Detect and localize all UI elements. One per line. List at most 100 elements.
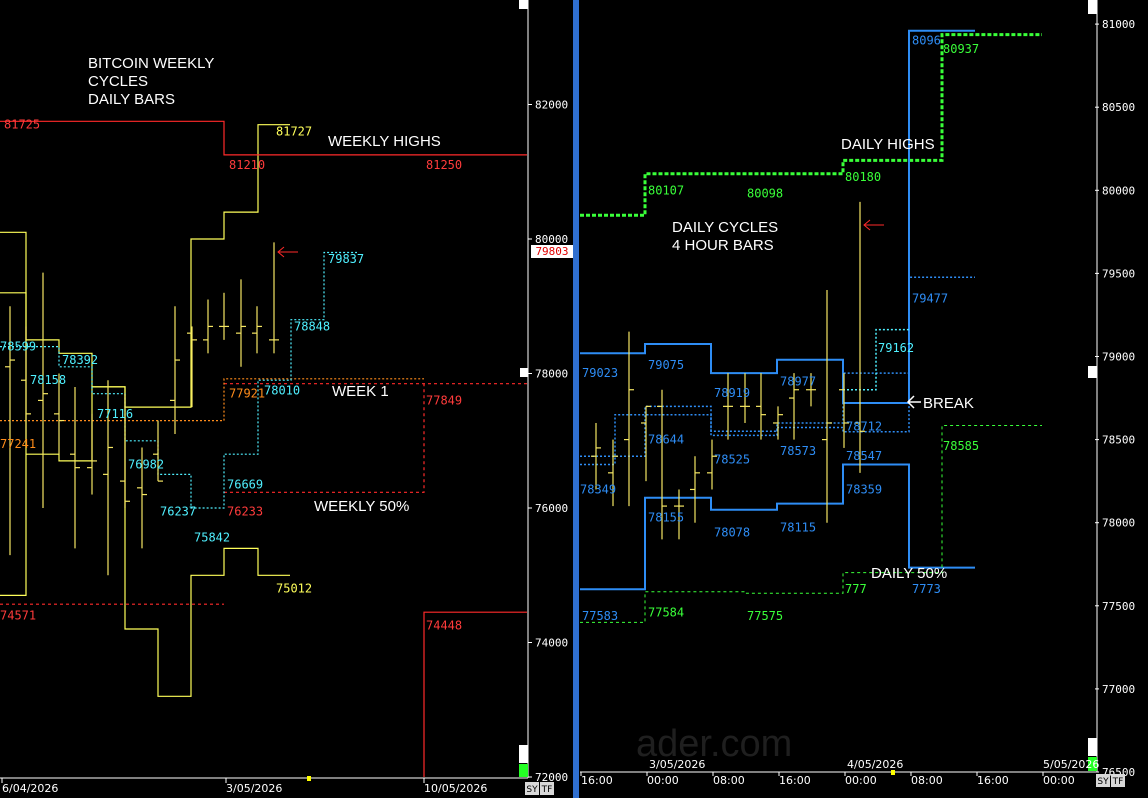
right-tf-button[interactable]: TF	[1112, 777, 1124, 787]
level-label: 77241	[0, 437, 36, 451]
y-tick-label: 78000	[535, 368, 568, 381]
chart-title-line-1: BITCOIN WEEKLY	[88, 55, 214, 72]
level-label: 7773	[912, 582, 941, 596]
ohlc-bar	[690, 456, 700, 523]
cycle-series-line	[580, 425, 1042, 623]
y-tick-label: 78500	[1102, 434, 1135, 447]
ohlc-bar	[70, 386, 80, 549]
y-tick-label: 80000	[535, 233, 568, 246]
ohlc-bar	[269, 242, 279, 354]
y-tick-label: 80000	[1102, 184, 1135, 197]
ohlc-bar	[21, 326, 31, 441]
level-label: 81725	[4, 118, 40, 132]
right-center-marker[interactable]	[1088, 366, 1097, 378]
weekly-cycle-chart[interactable]: 81725 81210 81727 81250 79837 78848 78599 78392…	[0, 118, 527, 777]
ohlc-bar	[120, 393, 130, 508]
left-center-marker[interactable]	[520, 368, 528, 377]
left-tf-button[interactable]: TF	[541, 785, 553, 795]
ohlc-bar	[54, 373, 64, 455]
level-label: 76233	[227, 504, 263, 518]
level-label: 80937	[943, 42, 979, 56]
level-label: 78349	[580, 482, 616, 496]
level-label: 80180	[845, 170, 881, 184]
y-tick-label: 81000	[1102, 18, 1135, 31]
red-arrow-right	[863, 219, 884, 231]
ohlc-bar	[608, 439, 618, 507]
ohlc-bar	[806, 373, 816, 407]
level-label: 76237	[160, 504, 196, 518]
x-tick-label: 00:00	[647, 774, 679, 787]
y-tick-label: 82000	[535, 99, 568, 112]
ohlc-bar	[756, 373, 766, 440]
level-label: 78359	[846, 482, 882, 496]
weekly-50-annotation: WEEKLY 50%	[314, 498, 409, 515]
level-label: 79075	[648, 358, 684, 372]
x-tick-label: 6/04/2026	[2, 782, 58, 795]
level-label: 78599	[0, 340, 36, 354]
right-tf-button-bg[interactable]	[1111, 774, 1125, 787]
left-green-handle[interactable]	[519, 764, 528, 777]
right-sy-button[interactable]: SY	[1097, 777, 1109, 787]
ohlc-bar	[252, 306, 262, 354]
level-label: 78392	[62, 353, 98, 367]
level-label: 81250	[426, 158, 462, 172]
ohlc-bar	[137, 447, 147, 549]
cycle-series-line	[580, 276, 975, 466]
level-label: 78585	[943, 439, 979, 453]
ohlc-bar	[773, 406, 783, 440]
y-tick-label: 76500	[1102, 766, 1135, 779]
cycle-series-line	[224, 383, 425, 493]
week-1-annotation: WEEK 1	[332, 383, 389, 400]
level-label: 79837	[328, 252, 364, 266]
cycle-series-line	[580, 463, 975, 591]
right-scroll-down-button[interactable]	[1088, 738, 1097, 756]
cycle-series-line	[0, 378, 424, 422]
ohlc-bar	[723, 373, 733, 440]
level-label: 78848	[294, 319, 330, 333]
x-tick-label: 10/05/2026	[424, 782, 487, 795]
level-label: 77584	[648, 605, 684, 619]
left-sy-button[interactable]: SY	[526, 785, 538, 795]
pane-splitter[interactable]	[573, 0, 579, 798]
ohlc-bar	[789, 373, 799, 440]
four-hour-bars-annotation: 4 HOUR BARS	[672, 237, 774, 254]
left-sy-button-bg[interactable]	[525, 782, 539, 795]
left-scroll-up-button[interactable]	[519, 0, 528, 9]
right-price-axis: 7650077000775007800078500790007950080000…	[1095, 18, 1135, 779]
left-time-marker	[307, 776, 311, 781]
x-tick-label: 16:00	[977, 774, 1009, 787]
y-tick-label: 72000	[535, 771, 568, 784]
level-label: 74448	[426, 619, 462, 633]
x-tick-label: 08:00	[911, 774, 943, 787]
ohlc-bar	[839, 373, 849, 448]
x-tick-label: 3/05/2026	[226, 782, 282, 795]
x-tick-label: 00:00	[845, 774, 877, 787]
level-label: 81210	[229, 158, 265, 172]
y-tick-label: 76000	[535, 502, 568, 515]
x-tick-label: 00:00	[1043, 774, 1075, 787]
watermark: ader.com	[636, 723, 792, 765]
ohlc-bar	[219, 292, 229, 340]
ohlc-bar	[822, 290, 832, 523]
x-tick-label: 16:00	[581, 774, 613, 787]
ohlc-bar	[103, 380, 113, 576]
level-label: 81727	[276, 124, 312, 138]
level-label: 78010	[264, 383, 300, 397]
left-scroll-down-button[interactable]	[519, 745, 528, 763]
break-annotation: BREAK	[923, 395, 974, 412]
y-tick-label: 77500	[1102, 600, 1135, 613]
level-label: 77921	[229, 387, 265, 401]
red-arrow-left	[277, 246, 298, 258]
right-sy-button-bg[interactable]	[1096, 774, 1110, 787]
y-tick-label: 79500	[1102, 267, 1135, 280]
right-scroll-up-button[interactable]	[1088, 0, 1097, 14]
right-green-handle[interactable]	[1088, 757, 1097, 771]
cycle-series-line	[0, 120, 527, 156]
weekly-highs-annotation: WEEKLY HIGHS	[328, 133, 441, 150]
cycle-series-line	[580, 33, 1042, 217]
left-tf-button-bg[interactable]	[540, 782, 554, 795]
y-tick-label: 79000	[1102, 351, 1135, 364]
